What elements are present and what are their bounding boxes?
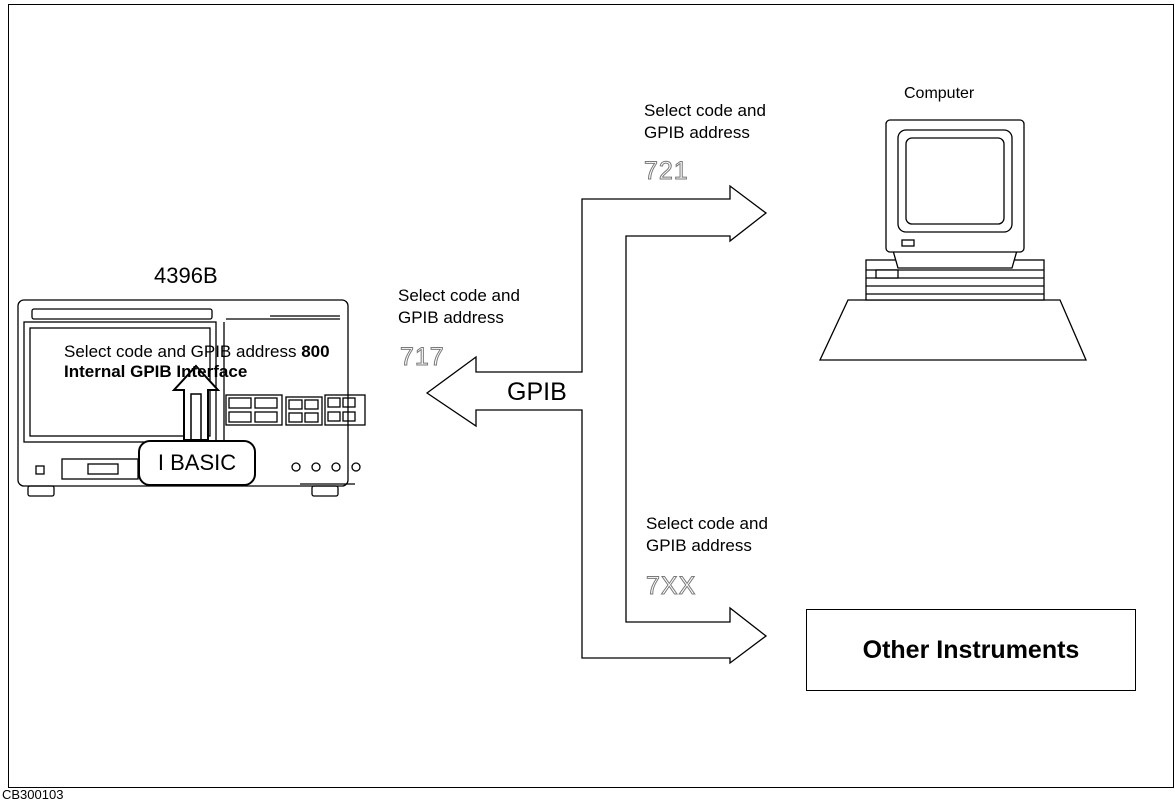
computer-link-label-line2: GPIB address: [644, 123, 750, 142]
computer-link-label-line1: Select code and: [644, 101, 766, 120]
computer-link-address: 721: [644, 157, 689, 186]
diagram-frame: [8, 4, 1174, 788]
internal-gpib-interface: Internal GPIB Interface: [64, 362, 248, 381]
gpib-bus-outline: [425, 184, 768, 665]
instrument-link-label-line1: Select code and: [398, 286, 520, 305]
internal-select-text: Select code and GPIB address: [64, 342, 297, 361]
instrument-link-address: 717: [400, 343, 445, 372]
instrument-model: 4396B: [154, 263, 218, 288]
gpib-bus-arrows: [425, 184, 768, 665]
internal-gpib-select-line: Select code and GPIB address 800: [64, 341, 330, 362]
internal-address: 800: [301, 342, 330, 361]
other-instruments-title: Other Instruments: [862, 635, 1080, 664]
other-link-address: 7XX: [645, 572, 697, 601]
instrument-link-label-line2: GPIB address: [398, 308, 504, 327]
ibasic-label: I BASIC: [157, 450, 237, 475]
other-instruments-box: Other Instruments: [806, 609, 1136, 691]
ibasic-box: I BASIC: [138, 440, 256, 486]
figure-caption: CB300103: [2, 787, 64, 802]
other-link-label-line2: GPIB address: [646, 536, 752, 555]
gpib-bus-label: GPIB: [507, 378, 567, 406]
computer-title: Computer: [904, 85, 975, 102]
computer-icon: [818, 119, 1087, 361]
other-link-label-line1: Select code and: [646, 514, 768, 533]
